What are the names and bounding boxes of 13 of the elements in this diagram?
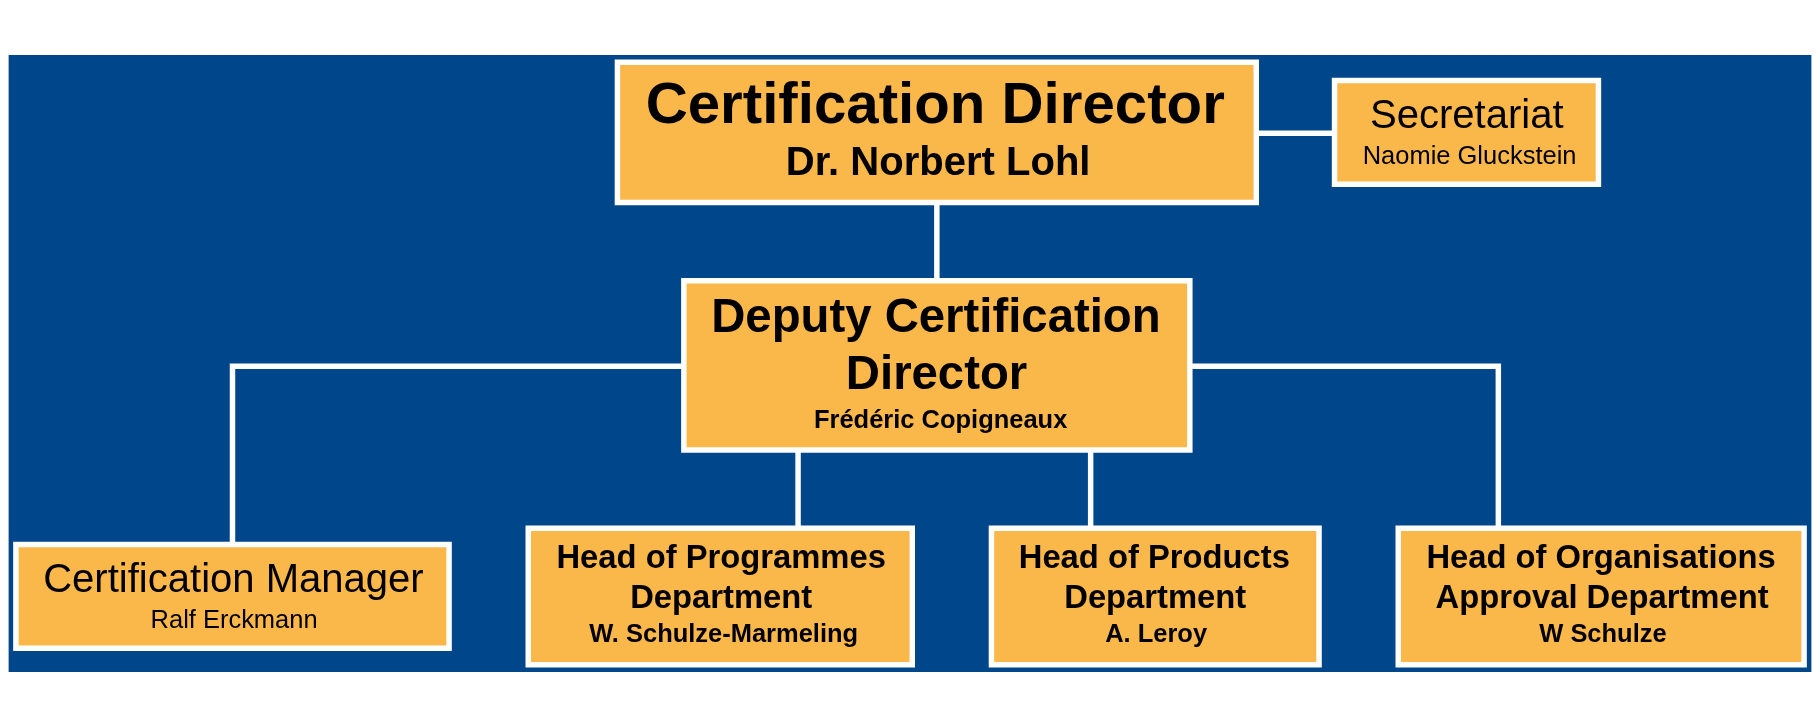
node-box: Certification Director Dr. Norbert Lohl: [614, 59, 1259, 206]
connector: [1190, 363, 1502, 528]
connector: [1087, 450, 1094, 528]
connector: [795, 450, 801, 528]
connector: [229, 363, 684, 545]
node-box: Deputy Certification Director Frédéric Copigneaux: [681, 277, 1193, 453]
node-box: Certification Manager Ralf Erckmann: [13, 541, 452, 652]
connector: [934, 202, 940, 281]
node-box: Head of Organisations Approval Department W Schulze: [1395, 525, 1807, 668]
node-box: Head of Programmes Department W. Schulze-Marmeling: [525, 525, 915, 668]
node-box: Secretariat Naomie Gluckstein: [1331, 77, 1602, 187]
connector: [1256, 130, 1335, 136]
node-box: Head of Products Department A. Leroy: [988, 525, 1322, 668]
